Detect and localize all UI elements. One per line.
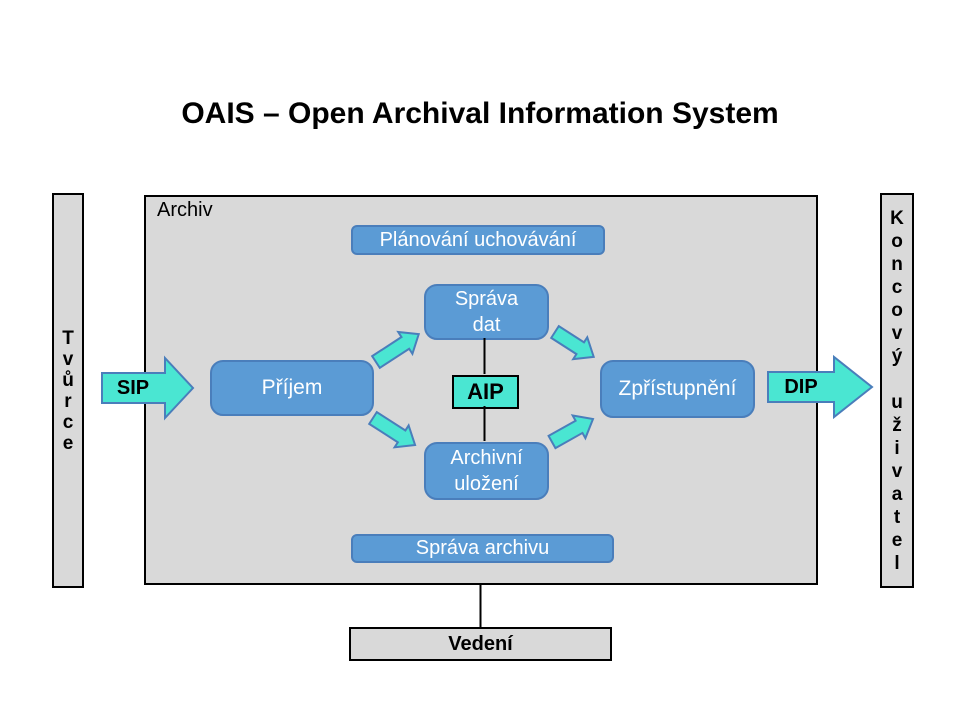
node-preservation-planning: Plánování uchovávání (351, 225, 605, 255)
node-ingest: Příjem (210, 360, 374, 416)
node-access: Zpřístupnění (600, 360, 755, 418)
management-box: Vedení (349, 627, 612, 661)
dip-label: DIP (784, 376, 818, 398)
archive-box: Archiv Plánování uchovávání Správa dat P… (144, 195, 818, 585)
node-data-management-line2: dat (472, 314, 501, 336)
node-archival-storage: Archivní uložení (424, 442, 549, 500)
node-archival-storage-line1: Archivní (450, 447, 523, 469)
archive-label: Archiv (157, 199, 213, 221)
node-data-management: Správa dat (424, 284, 549, 340)
node-administration: Správa archivu (351, 534, 614, 563)
page-title: OAIS – Open Archival Information System (181, 97, 779, 130)
aip-box: AIP (452, 375, 519, 409)
node-data-management-line1: Správa (454, 288, 519, 310)
node-archival-storage-line2: uložení (454, 473, 519, 495)
sip-label: SIP (116, 377, 150, 399)
